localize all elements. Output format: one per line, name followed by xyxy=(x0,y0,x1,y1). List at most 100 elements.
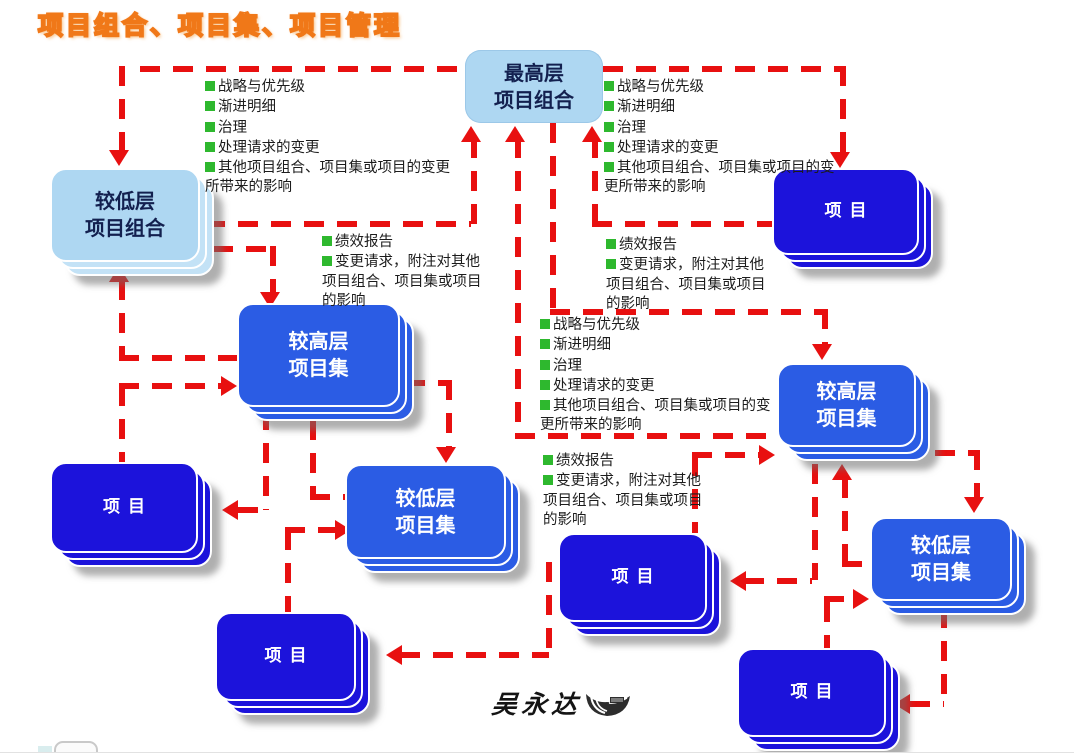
bullet-square-icon xyxy=(205,81,215,91)
node-label: 较低层 xyxy=(395,485,456,510)
annotation-item: 变更请求，附注对其他项目组合、项目集或项目的影响 xyxy=(322,254,482,309)
node-label: 较低层 xyxy=(95,189,155,213)
annotation-item: 处理请求的变更 xyxy=(540,377,780,396)
arrow-segment xyxy=(546,562,552,655)
arrow-segment xyxy=(935,450,979,456)
annotation-item: 治理 xyxy=(540,357,780,376)
node-higher-program-right: 较高层项目集 xyxy=(777,363,930,461)
arrow-segment xyxy=(270,246,276,294)
arrow-segment xyxy=(119,383,221,389)
annotation-item: 治理 xyxy=(205,119,450,138)
arrow-segment xyxy=(550,123,556,312)
arrow-segment xyxy=(213,246,270,252)
arrow-segment xyxy=(263,410,269,510)
annotation-item: 绩效报告 xyxy=(322,233,492,252)
node-top-portfolio: 最高层项目组合 xyxy=(465,50,603,123)
arrowhead-right xyxy=(853,589,869,609)
annotation-item: 绩效报告 xyxy=(543,452,711,471)
annotation-item: 战略与优先级 xyxy=(205,78,450,97)
arrow-segment xyxy=(592,221,775,227)
node-label: 较低层 xyxy=(911,533,971,557)
bullet-square-icon xyxy=(540,379,550,390)
arrow-segment xyxy=(515,433,777,439)
arrow-segment xyxy=(310,420,316,497)
partial-toolbar-control xyxy=(54,741,98,752)
node-higher-program-left: 较高层项目集 xyxy=(237,303,414,421)
stamp-logo-icon xyxy=(583,688,633,724)
arrow-segment xyxy=(285,530,291,612)
arrow-segment xyxy=(744,578,812,584)
node-label: 较高层 xyxy=(288,329,349,353)
bullet-square-icon xyxy=(604,141,614,152)
arrowhead-up xyxy=(582,126,602,142)
arrow-segment xyxy=(824,602,830,648)
node-label: 项目 xyxy=(790,681,841,702)
bullet-square-icon xyxy=(540,339,550,350)
annotation-item: 其他项目组合、项目集或项目的变更所带来的影响 xyxy=(540,398,771,434)
arrowhead-down xyxy=(830,152,850,168)
bullet-square-icon xyxy=(205,141,215,152)
node-label: 项目 xyxy=(611,566,662,587)
arrow-segment xyxy=(941,608,947,704)
annotation-reporting-right: 绩效报告 变更请求，附注对其他项目组合、项目集或项目的影响 xyxy=(606,236,776,315)
node-label: 项目组合 xyxy=(85,216,165,240)
arrowhead-up xyxy=(461,126,481,142)
arrow-segment xyxy=(119,280,125,358)
arrow-segment xyxy=(140,66,465,72)
node-lower-program-center: 较低层项目集 xyxy=(345,464,520,573)
arrow-segment xyxy=(238,507,263,513)
arrowhead-left xyxy=(222,500,238,520)
arrow-segment xyxy=(405,380,446,386)
arrow-segment xyxy=(592,138,598,224)
arrow-segment xyxy=(446,380,452,450)
node-label: 较高层 xyxy=(816,379,877,403)
bullet-square-icon xyxy=(606,259,616,270)
node-lower-portfolio: 较低层项目组合 xyxy=(50,168,214,276)
annotation-item: 其他项目组合、项目集或项目的变更所带来的影响 xyxy=(604,160,835,196)
arrow-segment xyxy=(692,456,698,533)
arrow-segment xyxy=(471,138,477,224)
node-project-top-right: 项目 xyxy=(772,168,933,269)
arrow-segment xyxy=(692,452,760,458)
author-signature: 吴永达 xyxy=(490,690,584,719)
node-lower-program-bottom-right: 较低层项目集 xyxy=(870,517,1026,615)
node-label: 项目集 xyxy=(288,356,349,380)
arrowhead-up xyxy=(832,464,852,480)
bullet-square-icon xyxy=(540,319,550,329)
annotation-item: 战略与优先级 xyxy=(604,78,844,97)
arrow-segment xyxy=(119,355,237,361)
annotation-item: 其他项目组合、项目集或项目的变更所带来的影响 xyxy=(205,160,450,196)
arrowhead-down xyxy=(964,497,984,513)
node-project-center-bottom: 项目 xyxy=(558,533,721,636)
arrowhead-down xyxy=(812,344,832,360)
bullet-square-icon xyxy=(604,162,614,173)
annotation-item: 渐进明细 xyxy=(604,98,844,117)
arrow-segment xyxy=(824,596,855,602)
arrow-segment xyxy=(842,478,848,564)
annotation-item: 处理请求的变更 xyxy=(205,139,450,158)
arrow-segment xyxy=(400,652,549,658)
annotation-governance-center: 战略与优先级 渐进明细 治理 处理请求的变更 其他项目组合、项目集或项目的变更所… xyxy=(540,316,780,437)
arrowhead-down xyxy=(109,150,129,166)
bullet-square-icon xyxy=(205,121,215,132)
annotation-item: 绩效报告 xyxy=(606,236,776,255)
partial-toolbar-chip xyxy=(38,746,52,752)
node-label: 项目集 xyxy=(911,560,971,584)
arrow-segment xyxy=(285,527,335,533)
arrow-segment xyxy=(812,464,818,580)
annotation-item: 变更请求，附注对其他项目组合、项目集或项目的影响 xyxy=(543,473,703,528)
bullet-square-icon xyxy=(205,162,215,173)
bullet-square-icon xyxy=(604,121,614,132)
node-label: 项目 xyxy=(103,496,153,517)
annotation-item: 变更请求，附注对其他项目组合、项目集或项目的影响 xyxy=(606,257,766,312)
annotation-item: 渐进明细 xyxy=(540,336,780,355)
annotation-governance-top-right: 战略与优先级 渐进明细 治理 处理请求的变更 其他项目组合、项目集或项目的变更所… xyxy=(604,78,844,199)
arrow-segment xyxy=(119,66,125,150)
node-project-bottom-left: 项目 xyxy=(215,612,370,715)
arrow-segment xyxy=(119,386,125,462)
arrowhead-left xyxy=(730,571,746,591)
node-label: 项目 xyxy=(824,200,875,221)
node-project-left: 项目 xyxy=(50,462,212,567)
arrow-segment xyxy=(842,561,872,567)
